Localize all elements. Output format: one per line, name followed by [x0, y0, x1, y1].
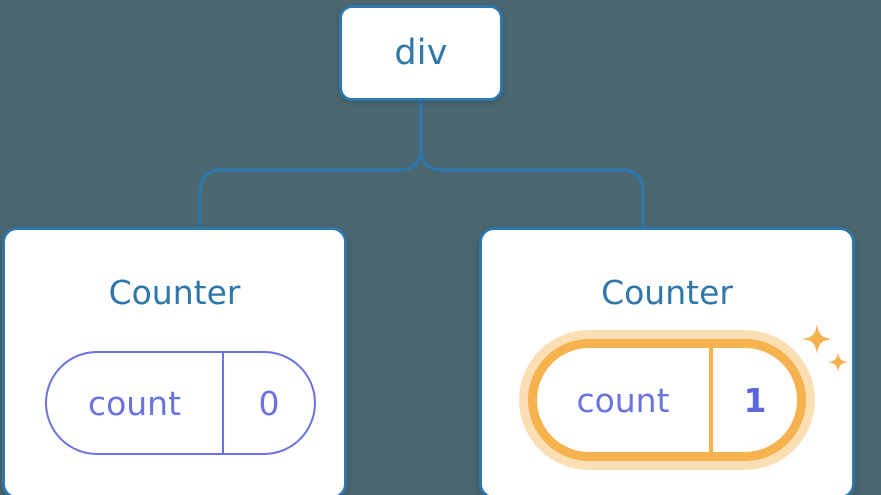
state-value-label: 0: [222, 353, 314, 453]
node-root-div[interactable]: div: [339, 5, 503, 101]
state-key-label: count: [576, 380, 670, 420]
component-card-counter-left[interactable]: Counter count 0: [2, 227, 347, 495]
component-title: Counter: [601, 273, 733, 312]
node-root-label: div: [394, 32, 448, 73]
state-value-label: 1: [709, 348, 797, 452]
state-pill-count-highlighted[interactable]: count 1: [519, 330, 815, 470]
state-pill-count[interactable]: count 0: [45, 351, 316, 455]
state-key-label: count: [87, 383, 182, 423]
component-title: Counter: [108, 273, 241, 312]
